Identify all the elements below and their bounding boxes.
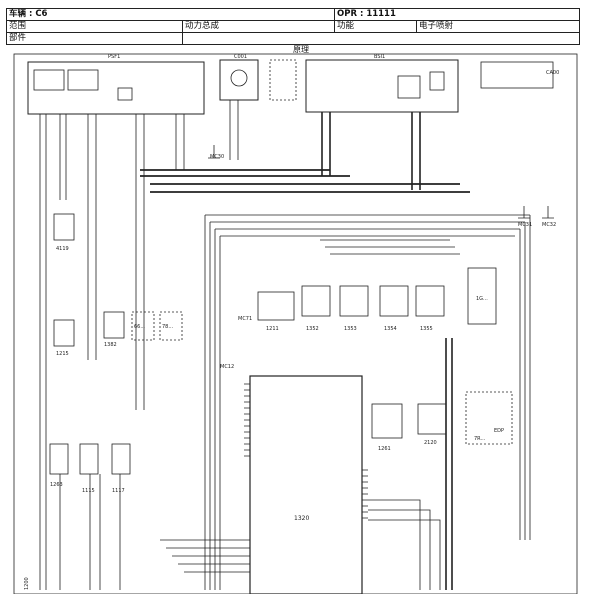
label-mc12: MC12: [220, 364, 234, 370]
scope-value: 动力总成: [183, 21, 335, 32]
header-row-2: 范围 动力总成 功能 电子喷射: [7, 21, 579, 33]
sensor-2120: [417, 403, 447, 435]
diagram-frame: [13, 53, 578, 594]
ecu-left-pins: [244, 383, 250, 457]
main-bus: [140, 169, 470, 193]
ecu-1320: [249, 375, 363, 594]
harness-1382: [87, 114, 97, 360]
label-66: 66...: [134, 324, 146, 330]
psf1-relay-1: [33, 69, 65, 91]
label-1320: 1320: [294, 515, 309, 522]
label-1263: 1263: [50, 482, 63, 488]
harness-left: [39, 114, 47, 590]
sensor-78: [159, 311, 183, 341]
opr-field: OPR : 11111: [337, 9, 396, 19]
lower-sensor-wires: [59, 474, 121, 590]
connector-1353: [339, 285, 369, 317]
label-1115: 1115: [82, 488, 95, 494]
sensor-66: [131, 311, 155, 341]
label-1200: 1200: [24, 577, 30, 590]
sensor-4119: [53, 213, 75, 241]
label-1g: 1G...: [476, 296, 488, 302]
label-1355: 1355: [420, 326, 433, 332]
harness-mid: [175, 114, 185, 170]
label-1211: 1211: [266, 326, 279, 332]
label-1353: 1353: [344, 326, 357, 332]
sensor-1261: [371, 403, 403, 439]
label-2120: 2120: [424, 440, 437, 446]
harness-4119: [59, 114, 67, 200]
right-verticals: [519, 215, 531, 540]
scope-label: 范围: [7, 21, 183, 32]
ca00-box: [480, 61, 554, 89]
connector-1g: [467, 267, 497, 325]
label-mc31: MC31: [518, 222, 532, 228]
wire-grid-a: [205, 214, 530, 237]
info-header: 车辆 : C6 OPR : 11111 范围 动力总成 功能 电子喷射 部件: [6, 8, 580, 45]
sensor-1263: [49, 443, 69, 475]
label-mc71: MC71: [238, 316, 252, 322]
label-edp: EDP: [494, 428, 504, 434]
psf1-box: [27, 61, 205, 115]
label-mc32: MC32: [542, 222, 556, 228]
label-bsi1: BSI1: [374, 54, 385, 60]
label-mc30: MC30: [210, 154, 224, 160]
ground-mc31: [518, 206, 530, 219]
label-78: 78...: [162, 324, 174, 330]
bsi-drops: [321, 112, 421, 190]
sensor-1117: [111, 443, 131, 475]
lower-right-feed: [368, 499, 441, 590]
ground-mc30: [208, 145, 220, 159]
part-label: 部件: [7, 33, 183, 44]
psf1-connector: [117, 87, 133, 101]
sensor-1382: [103, 311, 125, 339]
label-1261: 1261: [378, 446, 391, 452]
c001-switch: [230, 69, 248, 87]
thick-right-vertical: [445, 338, 453, 590]
ecu-right-pins: [362, 469, 368, 519]
bsi1-relay: [397, 75, 421, 99]
sensor-1115: [79, 443, 99, 475]
sensor-1215: [53, 319, 75, 347]
connector-1354: [379, 285, 409, 317]
label-psf1: PSF1: [108, 54, 120, 60]
label-7r: 7R...: [474, 436, 486, 442]
label-1117: 1117: [112, 488, 125, 494]
label-4119: 4119: [56, 246, 69, 252]
section-title: 原理: [293, 45, 309, 54]
psf1-relay-2: [67, 69, 99, 91]
vehicle-field: 车辆 : C6: [7, 9, 335, 20]
label-1215: 1215: [56, 351, 69, 357]
bsi1-connector: [429, 71, 445, 91]
connector-1355: [415, 285, 445, 317]
connector-1352: [301, 285, 331, 317]
wire-grid-b: [320, 239, 460, 255]
label-ca00: CA00: [546, 70, 559, 76]
c001-drops: [229, 100, 239, 160]
function-label: 功能: [335, 21, 417, 32]
label-c001: C001: [234, 54, 247, 60]
left-verticals: [204, 215, 221, 590]
connector-1211: [257, 291, 295, 321]
header-row-1: 车辆 : C6 OPR : 11111: [7, 9, 579, 21]
bsi1-box: [305, 59, 459, 113]
c001-box: [219, 59, 259, 101]
label-1352: 1352: [306, 326, 319, 332]
lower-ecu-feed: [160, 539, 250, 573]
harness-to-ecu: [135, 114, 145, 410]
header-row-3: 部件: [7, 33, 579, 44]
function-value: 电子喷射: [419, 21, 454, 31]
ground-mc32: [542, 206, 554, 219]
c001-aux: [269, 59, 297, 101]
label-1354: 1354: [384, 326, 397, 332]
label-1382: 1382: [104, 342, 117, 348]
module-7r: [465, 391, 513, 445]
